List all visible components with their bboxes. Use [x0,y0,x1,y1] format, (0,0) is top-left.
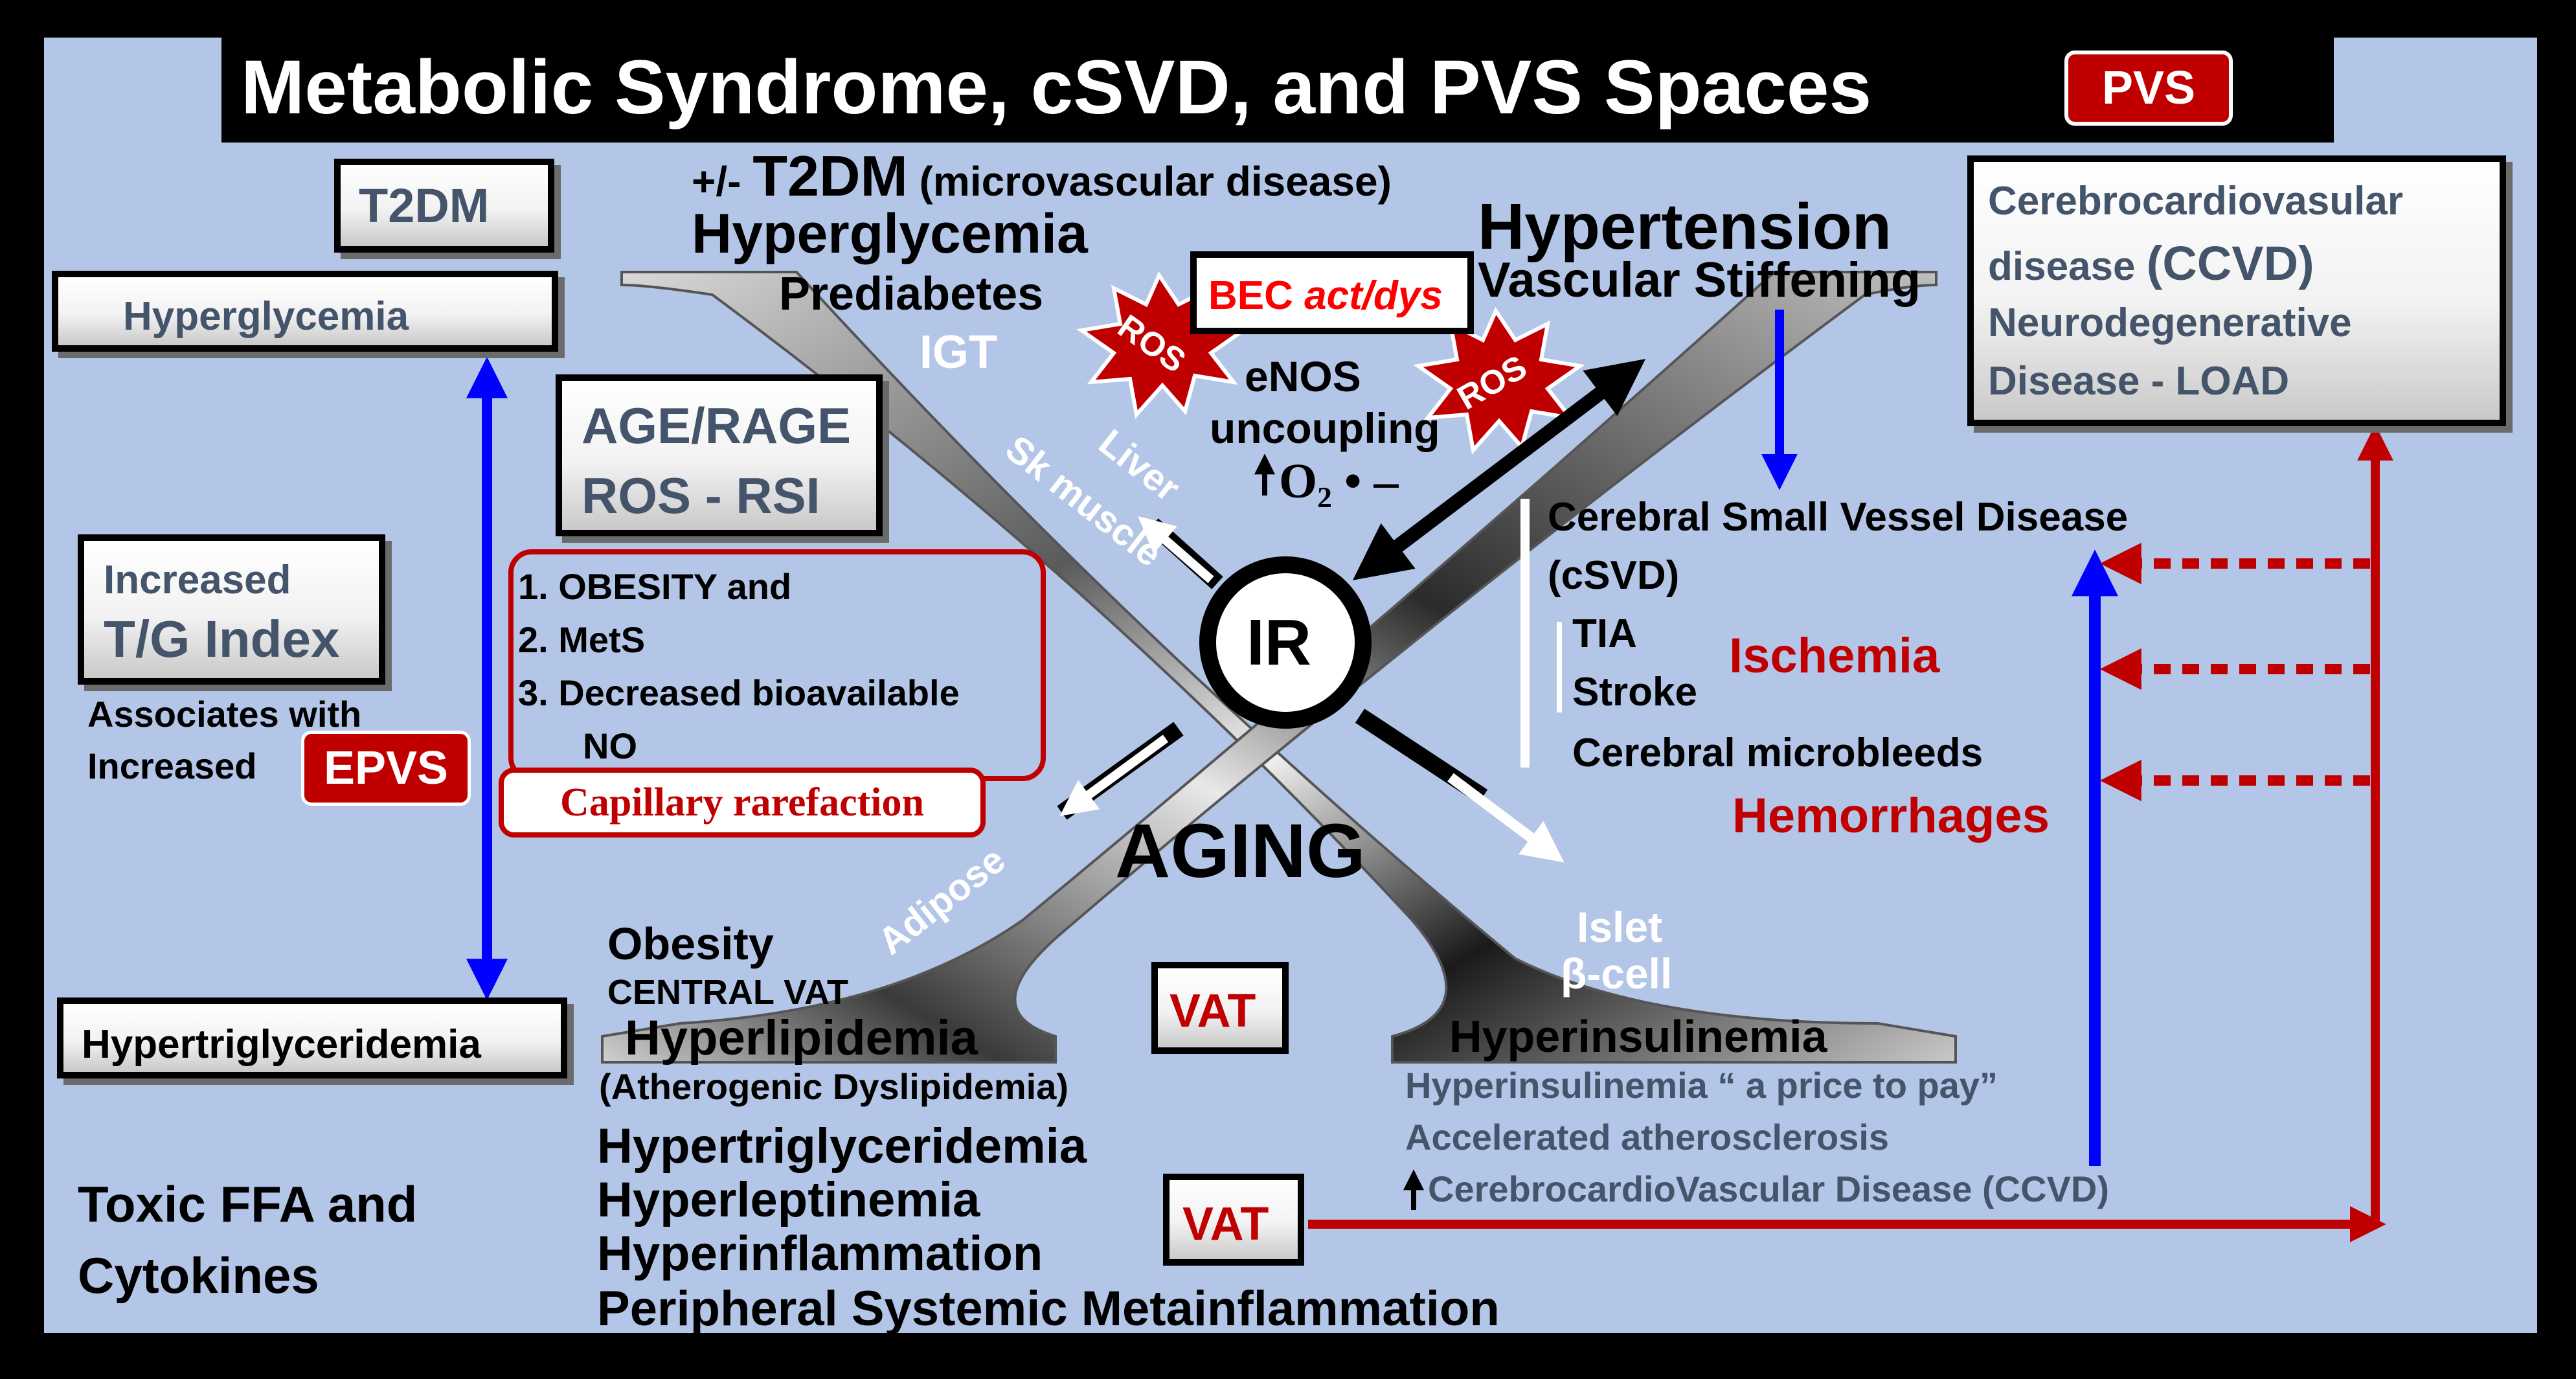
increased-text: Increased [87,746,257,786]
tia-label: TIA [1572,611,1637,656]
hyperglycemia-box: Hyperglycemia [52,271,558,352]
epvs-badge: EPVS [301,731,471,806]
bec-box: BEC act/dys [1190,251,1474,334]
capillary-rarefaction-text: Capillary rarefaction [560,781,924,825]
vat-box-2: VAT [1163,1174,1304,1266]
islet-label: Islet [1577,903,1663,951]
hyperglycemia-heading: Hyperglycemia [692,203,1088,265]
hypertriglyceridemia-box: Hypertriglyceridemia [57,997,567,1078]
hyperinsulinemia-label: Hyperinsulinemia [1449,1011,1827,1062]
toxic-ffa-line1: Toxic FFA and [78,1176,418,1233]
t2dm-box: T2DM [334,159,554,253]
list-item-1: 1. OBESITY and [518,566,792,607]
page-title: Metabolic Syndrome, cSVD, and PVS Spaces [241,45,1872,130]
aging-label: AGING [1115,808,1366,894]
age-rage-box: AGE/RAGE ROS - RSI [556,374,883,536]
csvd-title: Cerebral Small Vessel Disease [1548,495,2129,540]
csvd-abbrev: (cSVD) [1548,553,1680,598]
accelerated-atherosclerosis-text: Accelerated atherosclerosis [1405,1117,1890,1157]
hemorrhages-label: Hemorrhages [1732,788,2050,843]
o2-label: O₂ • – [1279,454,1399,508]
ccvd-increase-text: CerebrocardioVascular Disease (CCVD) [1428,1168,2109,1209]
list-item-3-cont: NO [583,725,637,766]
title-bar [221,38,2334,142]
arrow-ir-liver-white [1138,516,1214,584]
associates-with-text: Associates with [87,694,362,735]
ccvd-box: Cerebrocardiovasular disease (CCVD) Neur… [1967,155,2506,426]
hyperlipidemia-label: Hyperlipidemia [625,1010,978,1066]
arrow-ir-islet-white [1447,773,1565,863]
arrow-ir-adipose-white [1059,735,1169,816]
vascular-stiffening-label: Vascular Stiffening [1478,253,1921,308]
list-item-2: 2. MetS [518,619,646,660]
list-item-3: 3. Decreased bioavailable [518,672,960,713]
atherogenic-label: (Atherogenic Dyslipidemia) [599,1066,1069,1107]
pvs-badge: PVS [2064,51,2233,126]
central-vat-label: CENTRAL VAT [607,973,848,1012]
t2dm-heading: +/- T2DM (microvascular disease) [692,144,1392,208]
ischemia-label: Ischemia [1729,628,1940,683]
bottom-hypertriglyceridemia: Hypertriglyceridemia [597,1119,1087,1174]
hyperleptinemia-label: Hyperleptinemia [597,1172,980,1227]
obesity-label: Obesity [607,918,774,969]
ir-circle [1199,556,1372,729]
enos-label: eNOS [1245,352,1361,400]
microbleeds-label: Cerebral microbleeds [1572,731,1983,775]
capillary-rarefaction-box: Capillary rarefaction [499,768,986,838]
hypertension-heading: Hypertension [1478,190,1892,263]
beta-cell-label: β-cell [1561,950,1673,997]
tg-index-box: Increased T/G Index [78,534,385,685]
peripheral-label: Peripheral Systemic Metainflammation [597,1281,1500,1336]
stroke-label: Stroke [1572,670,1697,714]
uncoupling-label: uncoupling [1210,404,1440,452]
prediabetes-label: Prediabetes [779,268,1044,320]
hyperinflammation-label: Hyperinflammation [597,1226,1043,1281]
vat-box-1: VAT [1151,962,1289,1054]
price-to-pay-text: Hyperinsulinemia “ a price to pay” [1405,1065,1998,1106]
toxic-ffa-line2: Cytokines [78,1247,319,1304]
arrow-ir-hypertension [1352,359,1646,580]
ir-label: IR [1247,606,1311,679]
igt-label: IGT [920,326,997,378]
